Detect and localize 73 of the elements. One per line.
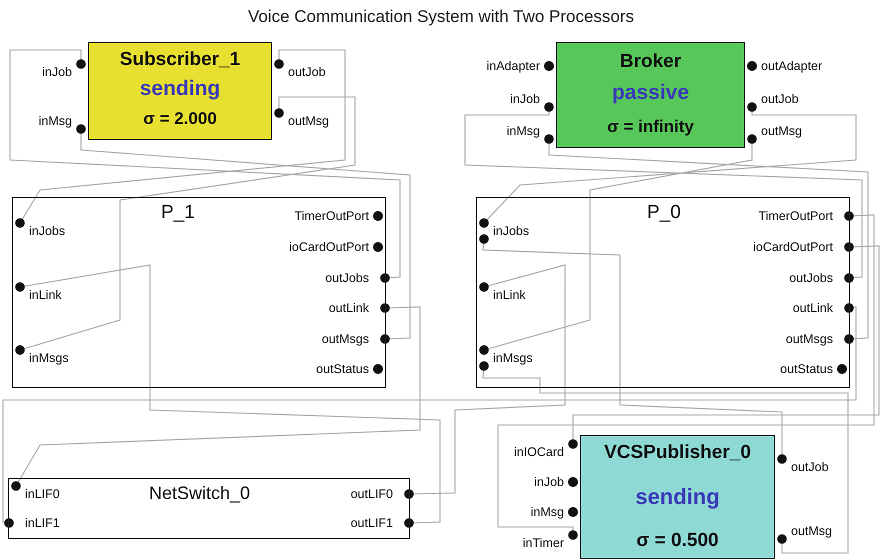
connector-line <box>15 96 356 355</box>
connector-line <box>15 264 441 528</box>
port: inLink <box>13 287 62 303</box>
component-state: sending <box>140 77 220 102</box>
connector-line <box>464 102 863 283</box>
component-box <box>580 435 775 559</box>
port: inMsg <box>38 113 88 129</box>
component-name: P_0 <box>647 202 681 224</box>
port: outJob <box>745 91 799 107</box>
port: outMsg <box>272 113 329 129</box>
port: outMsg <box>745 123 802 139</box>
port: outJobs <box>789 270 849 286</box>
port: inMsg <box>506 123 556 139</box>
port: inJob <box>534 474 580 490</box>
port: inLink <box>477 287 526 303</box>
port: outJobs <box>325 270 385 286</box>
port: outAdapter <box>745 58 822 74</box>
port: TimerOutPort <box>758 208 849 224</box>
component-box <box>88 42 272 140</box>
connector-line <box>11 303 421 491</box>
component-box <box>476 197 850 388</box>
port: inJob <box>42 64 88 80</box>
port: outLink <box>792 300 849 316</box>
port: inJobs <box>13 223 66 239</box>
component-state: passive <box>612 81 690 106</box>
component-sigma: σ = 0.500 <box>636 530 719 552</box>
connector-line <box>479 102 857 228</box>
port: inJob <box>510 91 556 107</box>
connector-line <box>568 242 880 449</box>
port: inMsgs <box>13 350 69 366</box>
connector-line <box>479 234 787 464</box>
port: inMsgs <box>477 350 533 366</box>
port: outStatus <box>316 361 385 377</box>
connector-line <box>9 49 401 283</box>
port: outLIF1 <box>350 515 409 531</box>
port: inMsg <box>530 504 580 520</box>
port: inJobs <box>477 223 530 239</box>
diagram-title: Voice Communication System with Two Processors <box>248 6 634 28</box>
component-name: VCSPublisher_0 <box>604 442 751 464</box>
port: inLIF0 <box>9 486 60 502</box>
connector-line <box>479 361 849 554</box>
component-box <box>12 197 386 388</box>
port: inTimer <box>522 535 580 551</box>
connector-line <box>479 134 757 355</box>
component-box <box>556 42 745 148</box>
port: ioCardOutPort <box>289 239 385 255</box>
connector-line <box>497 211 875 540</box>
component-box <box>8 478 410 539</box>
connector-line <box>404 264 566 499</box>
port: inIOCard <box>514 444 580 460</box>
port: inAdapter <box>486 58 556 74</box>
port: outJob <box>272 64 326 80</box>
component-name: Broker <box>620 51 682 73</box>
port: inLIF1 <box>9 515 60 531</box>
component-sigma: σ = infinity <box>607 117 694 137</box>
port: outJob <box>775 459 829 475</box>
port: outStatus <box>780 361 849 377</box>
component-name: Subscriber_1 <box>120 49 240 71</box>
port: ioCardOutPort <box>753 239 849 255</box>
component-state: sending <box>635 484 720 510</box>
port: outMsgs <box>322 331 385 347</box>
port: TimerOutPort <box>294 208 385 224</box>
connector-line <box>544 134 869 344</box>
component-name: P_1 <box>161 202 195 224</box>
connector-line <box>76 124 411 344</box>
port: outMsgs <box>786 331 849 347</box>
port: outLink <box>328 300 385 316</box>
port: outMsg <box>775 523 832 539</box>
component-name: NetSwitch_0 <box>149 483 250 504</box>
connector-line <box>2 303 857 528</box>
component-sigma: σ = 2.000 <box>143 109 217 129</box>
port: outLIF0 <box>350 486 409 502</box>
connector-line <box>15 49 346 228</box>
